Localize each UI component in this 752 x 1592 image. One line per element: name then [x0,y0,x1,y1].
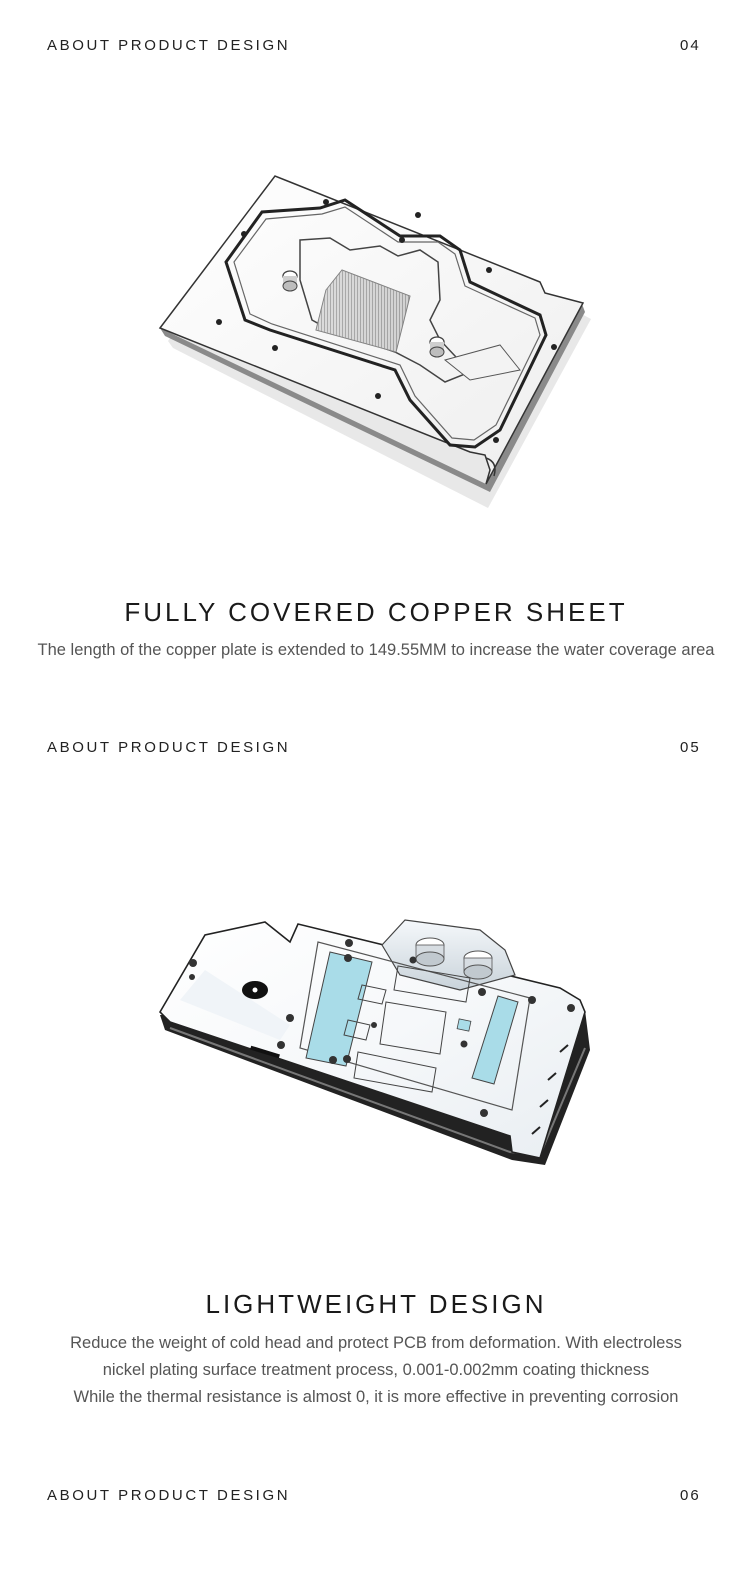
description-line: Reduce the weight of cold head and prote… [70,1334,682,1352]
description-line: While the thermal resistance is almost 0… [73,1388,679,1406]
section-title: FULLY COVERED COPPER SHEET [124,597,628,627]
section-header-04: ABOUT PRODUCT DESIGN 04 [0,37,752,61]
section-header-05: ABOUT PRODUCT DESIGN 05 [0,739,752,763]
water-block-image [158,919,590,1165]
section-title: LIGHTWEIGHT DESIGN [205,1289,547,1319]
section-header-06: ABOUT PRODUCT DESIGN 06 [0,1487,752,1511]
description-line: nickel plating surface treatment process… [102,1361,650,1379]
section-label: ABOUT PRODUCT DESIGN [47,1487,291,1504]
description-line: The length of the copper plate is extend… [37,641,715,659]
section-number: 05 [680,739,701,756]
section-number: 04 [680,37,701,54]
section-label: ABOUT PRODUCT DESIGN [47,739,291,756]
section-label: ABOUT PRODUCT DESIGN [47,37,291,54]
copper-sheet-image [158,175,591,508]
section-number: 06 [680,1487,701,1504]
section-description: The length of the copper plate is extend… [0,637,752,664]
section-description: Reduce the weight of cold head and prote… [0,1330,752,1411]
